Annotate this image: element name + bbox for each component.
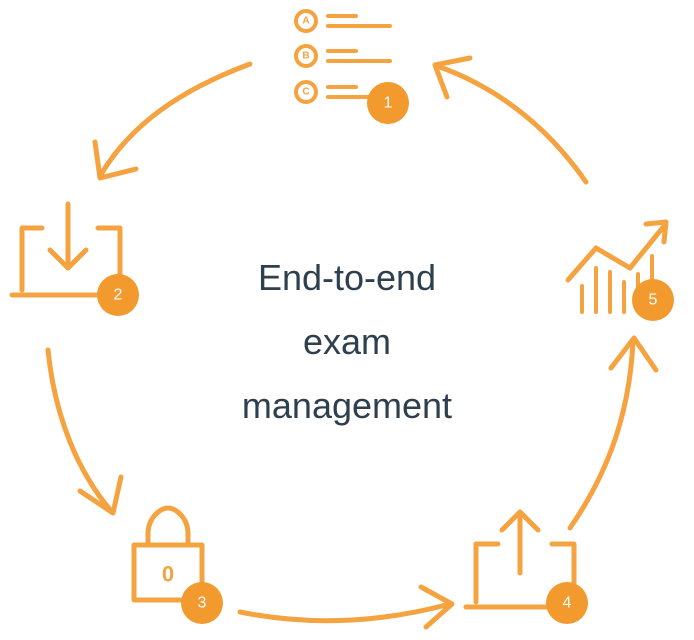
center-title-line-1: End-to-end <box>257 257 437 298</box>
step-3-badge: 3 <box>181 582 223 624</box>
arrow-3-to-4 <box>237 584 455 630</box>
option-b-letter: B <box>302 51 309 62</box>
step-2-number: 2 <box>114 287 123 304</box>
multiple-choice-list-icon: A B C <box>294 9 392 104</box>
center-title-line-2: exam <box>302 321 392 362</box>
step-1-quiz: A B C 1 <box>294 9 409 124</box>
padlock-icon: 0 <box>131 505 205 603</box>
option-c-letter: C <box>302 87 309 98</box>
step-3-number: 3 <box>198 595 207 612</box>
arrow-1-to-2 <box>92 61 253 181</box>
arrow-5-to-1 <box>432 55 589 185</box>
option-a-letter: A <box>302 16 309 27</box>
step-5-analytics: 5 <box>565 219 674 321</box>
arrow-2-to-3 <box>45 347 124 516</box>
step-4-number: 4 <box>563 595 572 612</box>
step-5-badge: 5 <box>632 279 674 321</box>
upload-icon <box>463 509 577 610</box>
step-2-download: 2 <box>9 201 139 316</box>
step-1-number: 1 <box>384 95 393 112</box>
arrow-4-to-5 <box>567 335 659 531</box>
step-5-number: 5 <box>649 292 658 309</box>
download-icon <box>9 201 123 298</box>
center-title-line-3: management <box>241 385 453 426</box>
step-2-badge: 2 <box>97 274 139 316</box>
step-3-lock: 0 3 <box>131 505 223 624</box>
step-1-badge: 1 <box>367 82 409 124</box>
lock-digit: 0 <box>162 562 174 587</box>
step-4-badge: 4 <box>546 582 588 624</box>
step-4-upload: 4 <box>463 509 588 624</box>
